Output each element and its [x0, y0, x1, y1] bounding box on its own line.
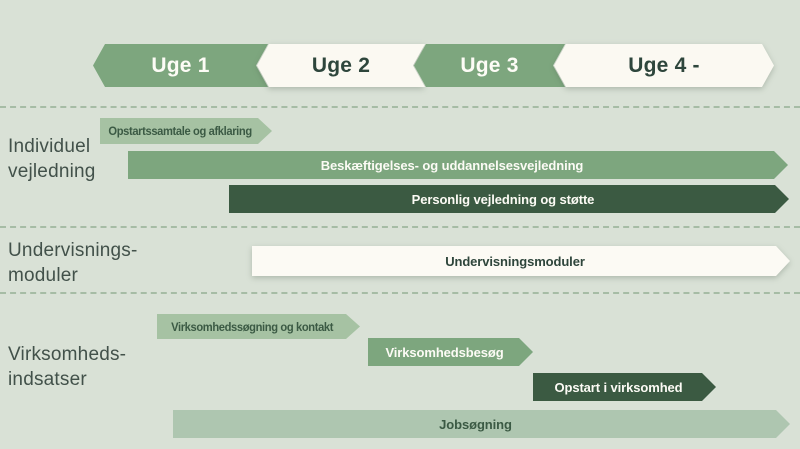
bar-beskaeftigelses-og-uddannelsesvejledning: Beskæftigelses- og uddannelsesvejledning [128, 151, 788, 179]
week-segment-uge-1: Uge 1 [93, 44, 268, 87]
group-label-virksomhedsindsatser: Virksomheds- indsatser [8, 342, 126, 392]
bar-label: Jobsøgning [439, 416, 512, 432]
bar-personlig-vejledning-og-stoette: Personlig vejledning og støtte [229, 185, 789, 213]
group-label-line: moduler [8, 265, 79, 286]
group-label-line: indsatser [8, 369, 87, 390]
bar-virksomhedssoegning-og-kontakt: Virksomhedssøgning og kontakt [157, 314, 360, 339]
group-label-line: vejledning [8, 161, 96, 182]
group-label-line: Undervisnings- [8, 240, 138, 261]
group-label-line: Individuel [8, 136, 91, 157]
week-segment-uge-4-shape: Uge 4 - [554, 44, 774, 87]
week-segment-uge-4: Uge 4 - [554, 44, 774, 87]
bar-opstart-i-virksomhed: Opstart i virksomhed [533, 373, 716, 401]
week-segment-uge-3: Uge 3 [414, 44, 565, 87]
bar-opstartssamtale-og-afklaring: Opstartssamtale og afklaring [100, 118, 272, 144]
bar-label: Opstart i virksomhed [554, 379, 683, 395]
bar-label: Beskæftigelses- og uddannelsesvejledning [320, 157, 584, 173]
group-label-undervisningsmoduler: Undervisnings- moduler [8, 238, 138, 288]
bar-label: Opstartssamtale og afklaring [108, 124, 252, 138]
dashed-separator-bottom [0, 292, 800, 294]
week-segment-uge-2: Uge 2 [257, 44, 425, 87]
bar-label: Virksomhedsbesøg [385, 344, 504, 360]
bar-virksomhedsbesoeg: Virksomhedsbesøg [368, 338, 533, 366]
dashed-separator-middle [0, 226, 800, 228]
bar-label: Undervisningsmoduler [445, 253, 585, 269]
group-label-individuel-vejledning: Individuel vejledning [8, 134, 96, 184]
bar-undervisningsmoduler: Undervisningsmoduler [252, 246, 790, 276]
bar-label: Personlig vejledning og støtte [411, 191, 595, 207]
dashed-separator-top [0, 106, 800, 108]
week-segment-uge-2-shape: Uge 2 [257, 44, 425, 87]
bar-label: Virksomhedssøgning og kontakt [171, 319, 334, 334]
bar-jobsoegning: Jobsøgning [173, 410, 790, 438]
group-label-line: Virksomheds- [8, 344, 127, 365]
bar-undervisningsmoduler-shape: Undervisningsmoduler [252, 246, 790, 276]
